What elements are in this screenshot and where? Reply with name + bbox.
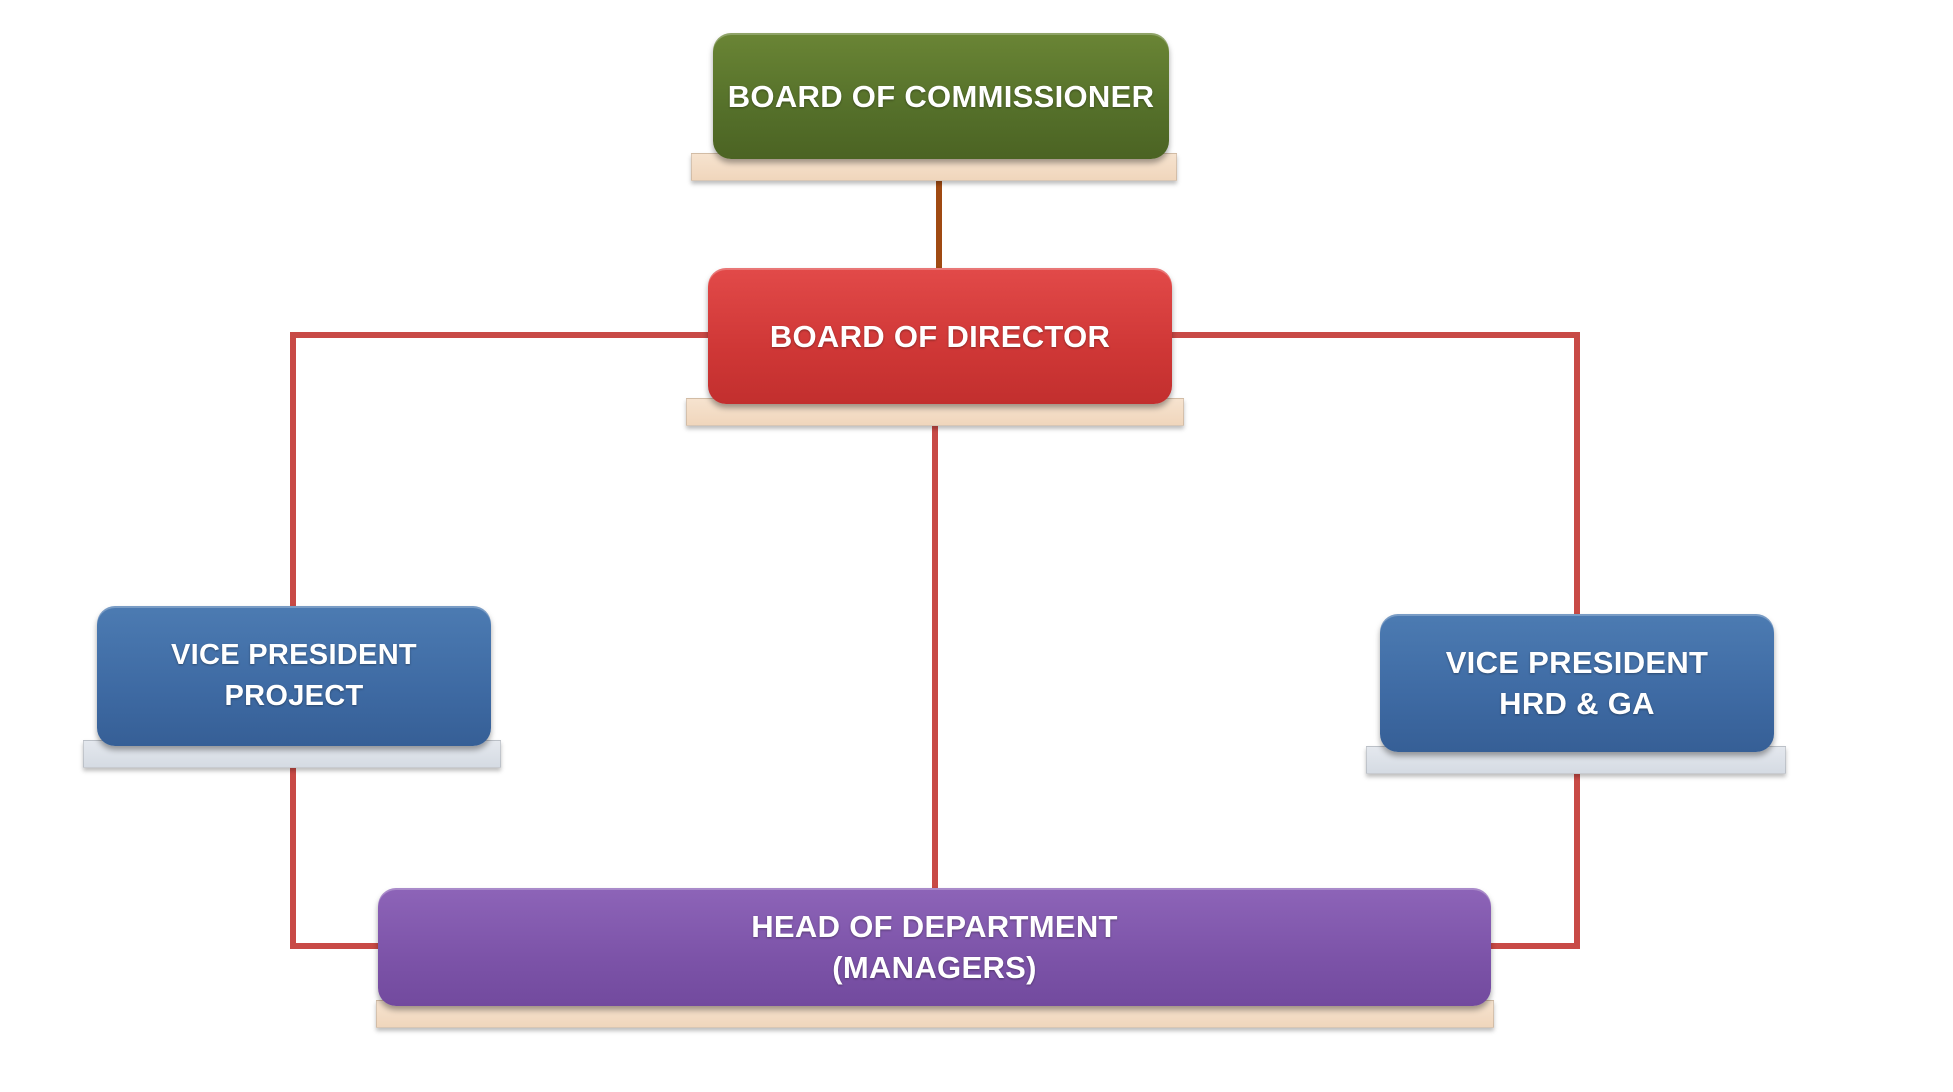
node-label-line: BOARD OF DIRECTOR xyxy=(769,318,1111,354)
node-box: VICE PRESIDENT HRD & GA xyxy=(1380,614,1774,752)
node-label-line: BOARD OF COMMISSIONER xyxy=(727,78,1155,114)
edge-vp-project-head-department xyxy=(290,746,378,949)
node-box: BOARD OF COMMISSIONER xyxy=(713,33,1169,159)
node-board-of-commissioner: BOARD OF COMMISSIONER xyxy=(691,33,1177,181)
node-label-line: HRD & GA xyxy=(1499,686,1655,721)
edge-vp-hrd-head-department xyxy=(1491,752,1580,949)
node-label-line: (MANAGERS) xyxy=(832,950,1037,985)
node-vice-president-project: VICE PRESIDENT PROJECT xyxy=(83,606,501,768)
node-board-of-director: BOARD OF DIRECTOR xyxy=(686,268,1184,426)
node-box: BOARD OF DIRECTOR xyxy=(708,268,1172,404)
node-label-line: VICE PRESIDENT xyxy=(171,639,417,671)
node-label-line: PROJECT xyxy=(224,680,364,712)
node-label-line: VICE PRESIDENT xyxy=(1445,645,1709,680)
edge-director-vp-hrd xyxy=(1172,332,1580,614)
node-vice-president-hrd-ga: VICE PRESIDENT HRD & GA xyxy=(1366,614,1786,774)
node-label-line: HEAD OF DEPARTMENT xyxy=(751,909,1118,944)
node-box: VICE PRESIDENT PROJECT xyxy=(97,606,491,746)
node-box: HEAD OF DEPARTMENT (MANAGERS) xyxy=(378,888,1491,1006)
edge-director-vp-project xyxy=(290,332,708,606)
node-head-of-department: HEAD OF DEPARTMENT (MANAGERS) xyxy=(376,888,1494,1028)
